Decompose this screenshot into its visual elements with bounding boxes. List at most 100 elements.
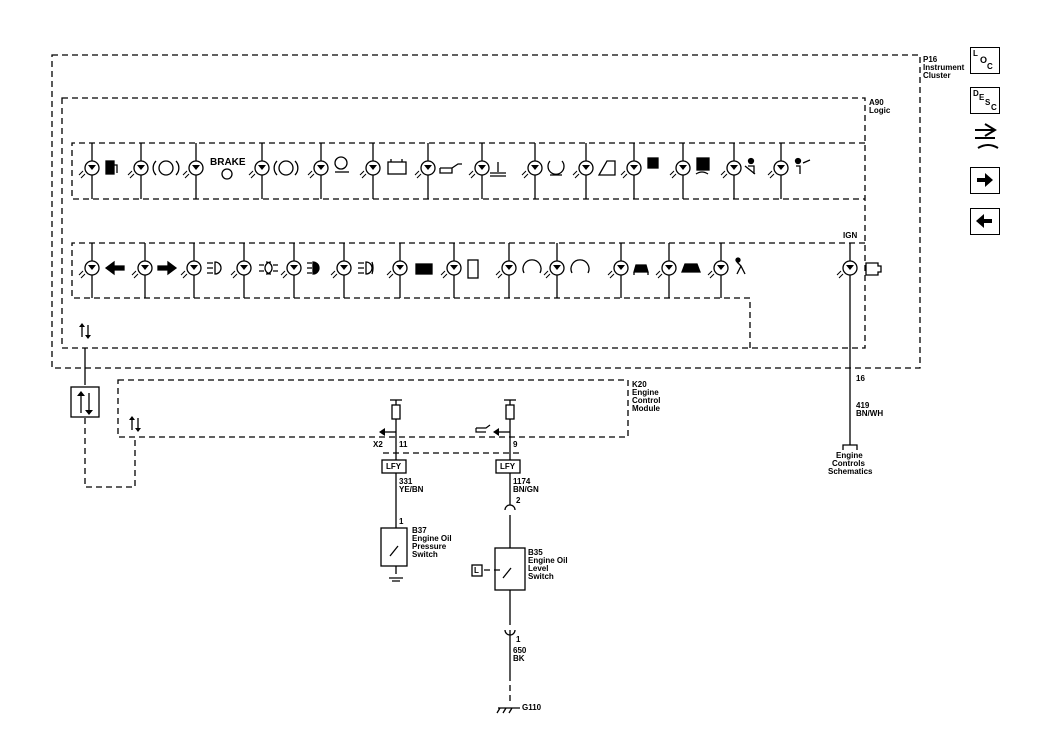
nav-swap-glyph <box>975 123 999 149</box>
arrow-left-icon <box>976 214 992 228</box>
b37-pin-1: 1 <box>399 517 404 526</box>
traction-control-icon <box>695 157 710 175</box>
ground-g110-label: G110 <box>522 703 542 712</box>
wire-1174-circuit: 1174 <box>513 477 531 486</box>
engine-controls-line1: Engine <box>836 451 863 460</box>
indicator-icons-row-2 <box>104 257 882 279</box>
indicator-row-2-box <box>71 242 865 348</box>
k20-name-line1: Engine <box>632 388 659 397</box>
fuel-icon <box>105 160 115 175</box>
previous-page-button[interactable] <box>970 208 1000 235</box>
desc-letter-c: C <box>991 103 997 112</box>
b37-line2: Pressure <box>412 542 447 551</box>
wire-331-color: YE/BN <box>399 485 424 494</box>
b35-line3: Switch <box>528 572 554 581</box>
serial-data-arrow-heads <box>77 323 141 432</box>
b35-pin-1: 1 <box>516 635 521 644</box>
b35-line2: Level <box>528 564 549 573</box>
adaptive-cruise-icon <box>570 259 590 274</box>
turn-right-icon <box>157 260 178 276</box>
b35-line1: Engine Oil <box>528 556 568 565</box>
p16-id: P16 <box>923 55 938 64</box>
engine-controls-line3: Schematics <box>828 467 873 476</box>
wire-1174-color: BN/GN <box>513 485 539 494</box>
high-beam-icon <box>307 261 320 275</box>
desc-letter-e: E <box>979 93 985 102</box>
led-ray-marks <box>78 170 844 279</box>
k20-name-line2: Control <box>632 396 661 405</box>
lane-departure-icon <box>597 160 616 176</box>
led-diode-marks <box>88 165 854 270</box>
k20-engine-control-module-box <box>117 379 629 438</box>
seat-belt-icon <box>744 157 756 175</box>
indicator-icons-row-1 <box>105 156 811 180</box>
loc-letter-o: O <box>980 55 988 65</box>
fog-lamp-icon <box>358 261 374 275</box>
park-brake-icon <box>273 160 299 176</box>
k20-id: K20 <box>632 380 647 389</box>
tire-pressure-icon <box>547 160 565 176</box>
loc-letter-c: C <box>987 62 993 71</box>
serial-data-dashed-wire <box>84 418 136 488</box>
pin-16: 16 <box>856 374 865 383</box>
wire-419-color: BN/WH <box>856 409 884 418</box>
arrow-right-icon <box>977 173 993 187</box>
b37-line3: Switch <box>412 550 438 559</box>
pin-9: 9 <box>513 440 518 449</box>
a90-id: A90 <box>869 98 884 107</box>
indicator-leds-row-2 <box>84 260 858 276</box>
k20-wiring <box>380 399 858 714</box>
coolant-temperature-icon <box>490 162 506 177</box>
traction-control-off-icon <box>647 157 659 169</box>
headlamp-icon <box>207 261 222 275</box>
wire-650-circuit: 650 <box>513 646 527 655</box>
description-view-button[interactable]: D E S C <box>970 87 1000 114</box>
location-view-button[interactable]: L O C <box>970 47 1000 74</box>
ign-label: IGN <box>843 231 858 240</box>
wire-419-circuit: 419 <box>856 401 870 410</box>
battery-icon <box>387 159 407 175</box>
serial-data-arrows <box>70 325 139 430</box>
b35-id: B35 <box>528 548 543 557</box>
brake-warning-icon <box>221 168 233 180</box>
indicator-pins <box>84 143 851 445</box>
pedestrian-icon <box>736 261 746 275</box>
vehicle-ahead-icon <box>681 263 701 273</box>
p16-instrument-cluster-box <box>51 54 921 369</box>
k20-name-line3: Module <box>632 404 660 413</box>
door-ajar-icon <box>467 259 479 279</box>
park-brake-service-icon <box>334 156 349 173</box>
desc-letter-s: S <box>985 98 991 107</box>
a90-name: Logic <box>869 106 891 115</box>
b37-line1: Engine Oil <box>412 534 452 543</box>
brake-indicator-label: BRAKE <box>210 157 246 168</box>
lfy-label-b: LFY <box>500 462 516 471</box>
oil-level-icon <box>475 424 491 433</box>
forward-collision-icon <box>633 264 649 275</box>
wire-331-circuit: 331 <box>399 477 413 486</box>
engine-check-icon <box>865 262 882 276</box>
abs-icon <box>152 160 180 176</box>
turn-left-icon <box>104 260 125 276</box>
indicator-row-1-box <box>71 142 865 200</box>
engine-controls-line2: Controls <box>832 459 865 468</box>
b35-l-box-label: L <box>474 566 479 575</box>
lfy-label-a: LFY <box>386 462 402 471</box>
k20-input-arrows <box>379 428 499 436</box>
next-page-button[interactable] <box>970 167 1000 194</box>
a90-logic-box <box>61 97 866 349</box>
b37-id: B37 <box>412 526 427 535</box>
p16-name-line2: Cluster <box>923 71 951 80</box>
oil-pressure-icon <box>439 163 462 174</box>
connector-x2: X2 <box>373 440 383 449</box>
p16-name-line1: Instrument <box>923 63 965 72</box>
cruise-control-icon <box>522 259 542 274</box>
wire-650-color: BK <box>513 654 525 663</box>
swap-view-button[interactable] <box>970 122 1002 154</box>
airbag-icon <box>794 157 811 174</box>
b35-pin-2: 2 <box>516 496 521 505</box>
loc-letter-l: L <box>973 49 978 58</box>
pin-11: 11 <box>399 440 408 449</box>
desc-letter-d: D <box>973 89 979 98</box>
